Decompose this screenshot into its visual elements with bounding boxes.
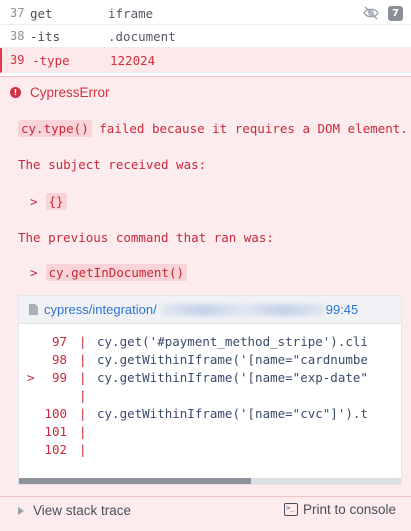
code-line: |: [19, 386, 401, 404]
subject-value-line: > {}: [30, 193, 67, 210]
subject-value: {}: [45, 193, 67, 210]
error-message: cy.type() failed because it requires a D…: [18, 120, 408, 137]
line-gutter: |: [79, 405, 87, 421]
command-message: iframe: [108, 5, 154, 21]
code-line: 102 |: [19, 440, 401, 458]
line-gutter: |: [79, 333, 87, 349]
scrollbar-thumb[interactable]: [19, 478, 251, 484]
view-stack-trace-label: View stack trace: [33, 503, 132, 518]
command-row-type-failed[interactable]: 39 -type 122024: [0, 48, 411, 73]
terminal-icon: >_: [284, 503, 298, 516]
caret-right-icon: [18, 506, 24, 515]
line-text: cy.get('#payment_method_stripe').cli: [97, 333, 368, 349]
line-marker: >: [27, 369, 35, 385]
command-number: 39: [10, 53, 25, 67]
prompt-symbol: >: [30, 265, 38, 280]
command-number: 38: [10, 29, 25, 43]
eye-slash-icon[interactable]: [363, 6, 379, 20]
code-line: 98 | cy.getWithinIframe('[name="cardnumb…: [19, 350, 401, 368]
line-text: cy.getWithinIframe('[name="cvc"]').t: [97, 405, 368, 421]
command-message: .document: [108, 28, 176, 44]
command-count-badge: 7: [388, 6, 403, 21]
prompt-symbol: >: [30, 194, 38, 209]
file-path: cypress/integration/: [44, 302, 157, 317]
previous-command-value: cy.getInDocument(): [45, 264, 187, 281]
print-to-console-button[interactable]: >_ Print to console: [284, 502, 396, 517]
line-number: 100: [44, 405, 67, 421]
error-message-text: failed because it requires a DOM element…: [91, 121, 408, 136]
error-icon: !: [10, 87, 21, 98]
code-frame: cypress/integration/ 99:45 97 | cy.get('…: [18, 295, 402, 485]
command-message: 122024: [110, 52, 156, 68]
line-gutter: |: [79, 351, 87, 367]
error-header: ! CypressError: [10, 85, 110, 100]
error-panel: ! CypressError cy.type() failed because …: [0, 76, 411, 531]
line-number: 99: [51, 369, 67, 385]
line-number: 102: [44, 441, 67, 457]
error-title: CypressError: [30, 85, 110, 100]
line-number: 97: [51, 333, 67, 349]
line-number: 98: [51, 351, 67, 367]
previous-command-label: The previous command that ran was:: [18, 230, 274, 245]
line-text: cy.getWithinIframe('[name="cardnumbe: [97, 351, 368, 367]
file-icon: [29, 304, 38, 315]
line-gutter: |: [79, 387, 87, 403]
line-text: cy.getWithinIframe('[name="exp-date": [97, 369, 368, 385]
code-line: 97 | cy.get('#payment_method_stripe').cl…: [19, 332, 401, 350]
subject-label: The subject received was:: [18, 157, 207, 172]
code-line-highlighted: > 99 | cy.getWithinIframe('[name="exp-da…: [19, 368, 401, 386]
code-line: 101 |: [19, 422, 401, 440]
line-gutter: |: [79, 369, 87, 385]
previous-command-line: > cy.getInDocument(): [30, 264, 187, 281]
error-footer: View stack trace >_ Print to console: [0, 496, 411, 531]
command-name: -its: [30, 28, 61, 44]
line-gutter: |: [79, 441, 87, 457]
command-name: get: [30, 5, 53, 21]
command-number: 37: [10, 6, 25, 20]
redacted-path: [160, 303, 326, 316]
code-line: 100 | cy.getWithinIframe('[name="cvc"]')…: [19, 404, 401, 422]
file-location: 99:45: [325, 302, 359, 317]
command-name: -type: [32, 52, 70, 68]
line-gutter: |: [79, 423, 87, 439]
command-row-its[interactable]: 38 -its .document: [0, 25, 411, 48]
view-stack-trace-button[interactable]: View stack trace: [18, 503, 131, 518]
error-code-chip: cy.type(): [18, 120, 92, 137]
print-to-console-label: Print to console: [303, 502, 397, 517]
line-number: 101: [44, 423, 67, 439]
code-frame-file-link[interactable]: cypress/integration/ 99:45: [19, 296, 401, 324]
command-row-get[interactable]: 37 get iframe 7: [0, 2, 411, 25]
code-body: 97 | cy.get('#payment_method_stripe').cl…: [19, 324, 401, 474]
horizontal-scrollbar[interactable]: [19, 478, 401, 484]
